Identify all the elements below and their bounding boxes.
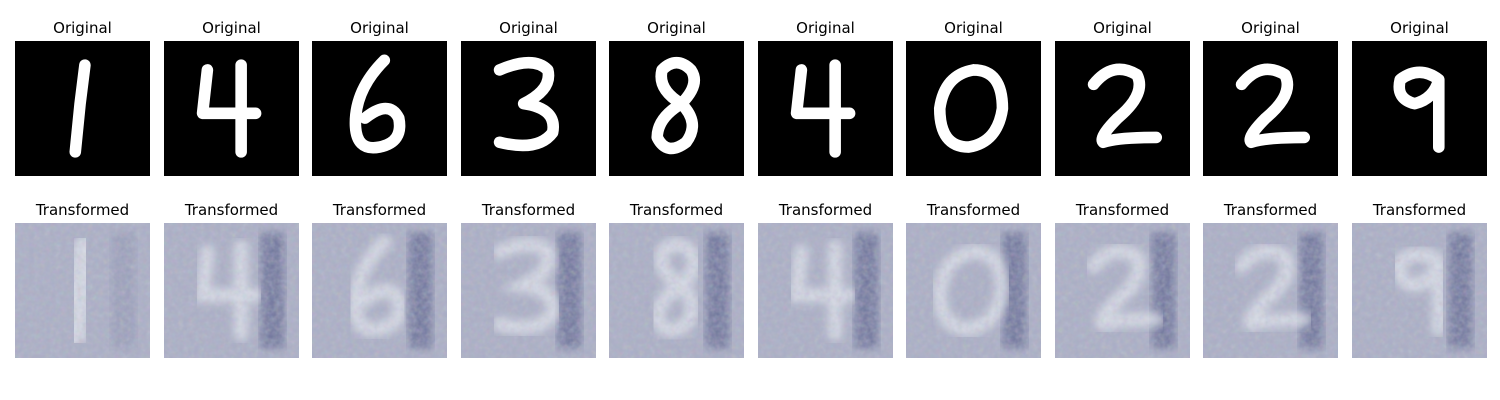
digit-stroke	[790, 59, 856, 158]
panel-title: Transformed	[481, 201, 576, 219]
panel-title: Original	[53, 19, 112, 37]
digit-4-image	[758, 41, 893, 176]
panel-title: Transformed	[629, 201, 724, 219]
panel-title: Original	[499, 19, 558, 37]
panel-image	[758, 41, 893, 176]
digit-8-image	[609, 41, 744, 176]
panel-title: Transformed	[778, 201, 873, 219]
panel-title: Original	[647, 19, 706, 37]
noise-overlay	[15, 223, 150, 358]
panel-image	[758, 223, 893, 358]
transformed-digit-4-image	[164, 223, 299, 358]
digit-stroke	[69, 59, 91, 158]
panel-image	[461, 223, 596, 358]
noise-overlay	[609, 223, 744, 358]
panel-image	[1055, 223, 1190, 358]
digit-stroke	[349, 54, 406, 154]
digit-4-image	[164, 41, 299, 176]
transformed-digit-0-image	[906, 223, 1041, 358]
panel-title: Transformed	[1223, 201, 1318, 219]
panel-image	[609, 41, 744, 176]
digit-0-image	[906, 41, 1041, 176]
panel-title: Original	[796, 19, 855, 37]
panel-image	[15, 223, 150, 358]
panel-title: Original	[1390, 19, 1449, 37]
panel-title: Transformed	[926, 201, 1021, 219]
noise-overlay	[164, 223, 299, 358]
panel-image	[1203, 41, 1338, 176]
digit-2-image	[1203, 41, 1338, 176]
panel-title: Original	[944, 19, 1003, 37]
digit-6-image	[312, 41, 447, 176]
noise-overlay	[758, 223, 893, 358]
panel-title: Transformed	[332, 201, 427, 219]
transformed-digit-3-image	[461, 223, 596, 358]
noise-overlay	[1203, 223, 1338, 358]
image-background	[906, 41, 1041, 176]
image-background	[1352, 41, 1487, 176]
noise-overlay	[312, 223, 447, 358]
transformed-digit-2-image	[1055, 223, 1190, 358]
panel-image	[609, 223, 744, 358]
transformed-digit-2-image	[1203, 223, 1338, 358]
panel-image	[906, 223, 1041, 358]
transformed-digit-9-image	[1352, 223, 1487, 358]
digit-3-image	[461, 41, 596, 176]
panel-image	[1203, 223, 1338, 358]
panel-title: Original	[1093, 19, 1152, 37]
noise-overlay	[906, 223, 1041, 358]
panel-title: Original	[1241, 19, 1300, 37]
digit-stroke	[1235, 63, 1311, 149]
transformed-digit-8-image	[609, 223, 744, 358]
panel-image	[1352, 41, 1487, 176]
digit-9-image	[1352, 41, 1487, 176]
panel-title: Transformed	[184, 201, 279, 219]
digit-stroke	[933, 64, 1009, 153]
panel-image	[164, 41, 299, 176]
panel-image	[1352, 223, 1487, 358]
digit-1-image	[15, 41, 150, 176]
panel-image	[164, 223, 299, 358]
digit-stroke	[1087, 63, 1163, 149]
panel-title: Transformed	[35, 201, 130, 219]
transformed-digit-1-image	[15, 223, 150, 358]
transformed-digit-4-image	[758, 223, 893, 358]
digit-stroke	[196, 59, 262, 158]
digit-stroke	[493, 56, 559, 152]
panel-title: Transformed	[1075, 201, 1170, 219]
panel-image	[312, 41, 447, 176]
panel-title: Original	[350, 19, 409, 37]
transformed-digit-6-image	[312, 223, 447, 358]
digit-2-image	[1055, 41, 1190, 176]
panel-title: Original	[202, 19, 261, 37]
panel-image	[906, 41, 1041, 176]
panel-title: Transformed	[1372, 201, 1467, 219]
panel-image	[1055, 41, 1190, 176]
noise-overlay	[461, 223, 596, 358]
digit-stroke	[651, 56, 700, 155]
digit-stroke	[1393, 66, 1445, 153]
panel-image	[461, 41, 596, 176]
panel-image	[312, 223, 447, 358]
panel-image	[15, 41, 150, 176]
noise-overlay	[1352, 223, 1487, 358]
noise-overlay	[1055, 223, 1190, 358]
